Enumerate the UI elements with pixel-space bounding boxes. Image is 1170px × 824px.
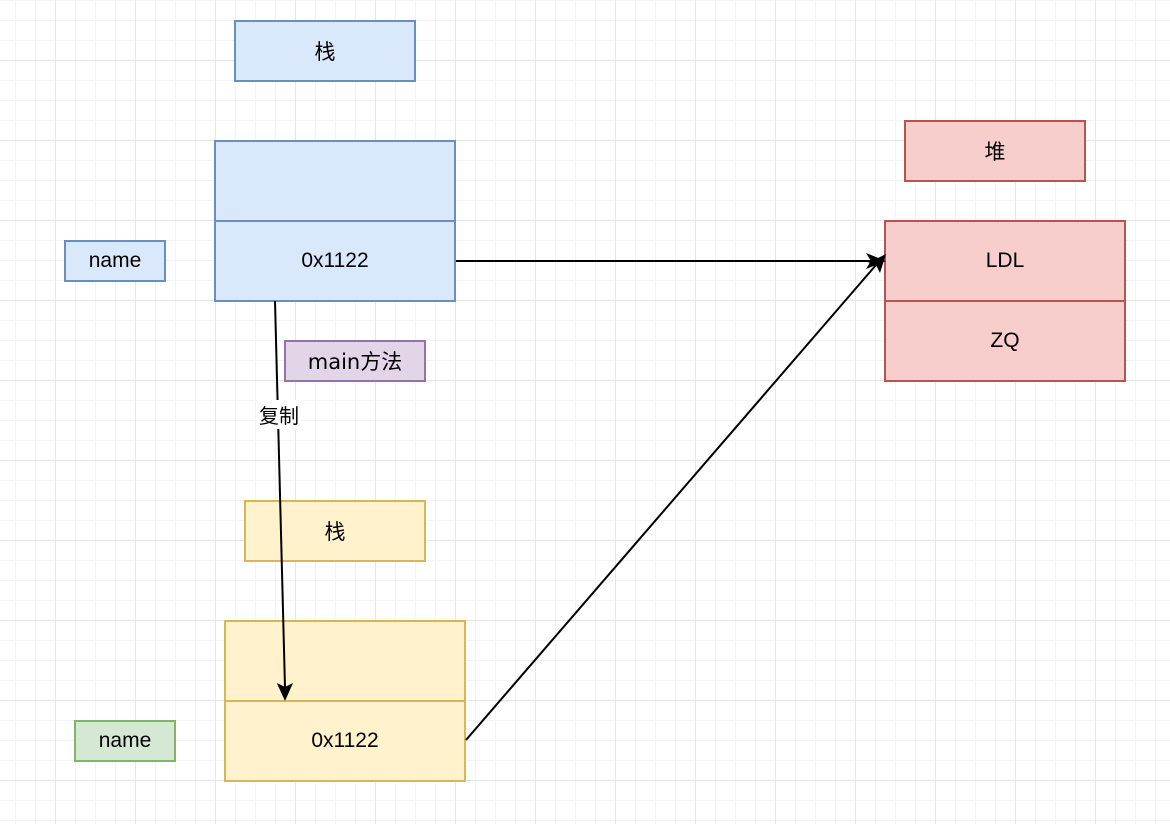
method-label-main: main方法	[284, 340, 426, 382]
heap-cell-zq: ZQ	[884, 300, 1126, 382]
heap-title: 堆	[904, 120, 1086, 182]
heap-cell-ldl: LDL	[884, 220, 1126, 302]
edge-label-copy: 复制	[257, 400, 301, 429]
edge-copy-reference	[274, 300, 286, 689]
edge-bottom-reference-to-heap	[465, 264, 877, 741]
stack-cell-bottom-reference: 0x1122	[224, 700, 466, 782]
arrowhead-copy-reference	[276, 683, 293, 701]
variable-label-name-top: name	[64, 240, 166, 282]
arrowhead-bottom-to-heap	[868, 254, 886, 273]
stack-cell-top-reference: 0x1122	[214, 220, 456, 302]
stack-title-bottom: 栈	[244, 500, 426, 562]
variable-label-name-bottom: name	[74, 720, 176, 762]
stack-title-top: 栈	[234, 20, 416, 82]
